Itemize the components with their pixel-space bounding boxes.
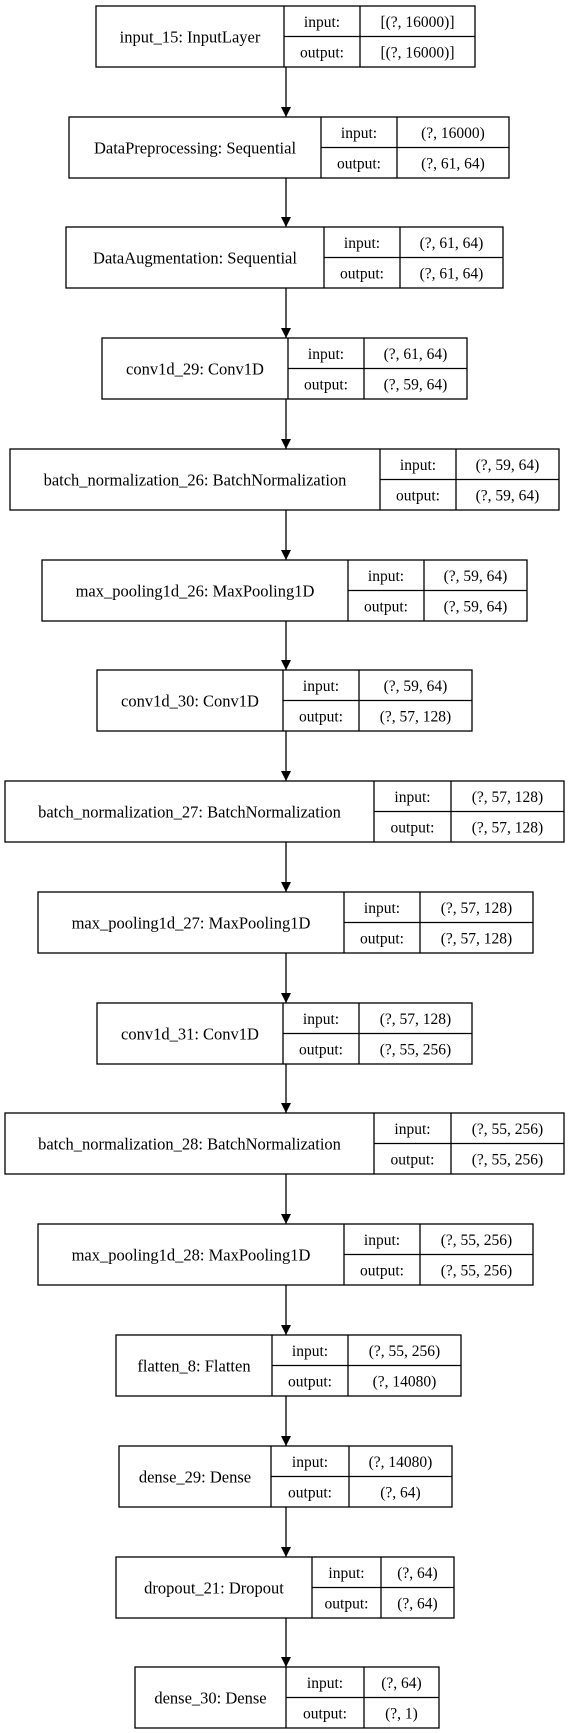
output-label: output: (288, 1484, 332, 1501)
output-shape: [(?, 16000)] (380, 44, 454, 61)
layer-node-15: dropout_21: Dropout input: output: (?, 64) (… (115, 1556, 455, 1619)
layer-name: batch_normalization_26: BatchNormalizati… (44, 471, 347, 490)
layers: input_15: InputLayer input: output: [(?, 16… (4, 5, 565, 1729)
output-label: output: (304, 376, 348, 393)
output-shape: (?, 61, 64) (421, 155, 485, 172)
input-label: input: (394, 789, 430, 806)
output-shape: (?, 59, 64) (384, 376, 448, 393)
layer-node-13: flatten_8: Flatten input: output: (?, 55, 2… (115, 1334, 462, 1397)
layer-node-6: max_pooling1d_26: MaxPooling1D input: outp… (41, 559, 528, 622)
input-shape: (?, 57, 128) (380, 1011, 451, 1028)
output-label: output: (299, 1041, 343, 1058)
layer-node-2: DataPreprocessing: Sequential input: outpu… (68, 116, 510, 179)
output-shape: (?, 55, 256) (472, 1151, 543, 1168)
layer-name: input_15: InputLayer (120, 28, 261, 47)
layer-node-4: conv1d_29: Conv1D input: output: (?, 61, 64… (101, 337, 468, 400)
input-label: input: (341, 125, 377, 142)
output-label: output: (325, 1595, 369, 1612)
output-label: output: (396, 487, 440, 504)
layer-node-3: DataAugmentation: Sequential input: output… (65, 226, 504, 289)
input-shape: (?, 61, 64) (420, 235, 484, 252)
layer-node-14: dense_29: Dense input: output: (?, 14080) (?… (118, 1445, 453, 1508)
input-label: input: (328, 1565, 364, 1582)
layer-node-1: input_15: InputLayer input: output: [(?, 16… (95, 5, 476, 68)
output-shape: (?, 57, 128) (472, 819, 543, 836)
output-shape: (?, 61, 64) (420, 265, 484, 282)
output-shape: (?, 59, 64) (444, 598, 508, 615)
layer-name: max_pooling1d_26: MaxPooling1D (76, 582, 315, 601)
layer-node-5: batch_normalization_26: BatchNormalizati… (9, 448, 560, 511)
output-shape: (?, 59, 64) (476, 487, 540, 504)
output-label: output: (391, 819, 435, 836)
layer-node-11: batch_normalization_28: BatchNormalizati… (4, 1112, 565, 1175)
input-shape: (?, 64) (381, 1675, 421, 1692)
layer-name: max_pooling1d_27: MaxPooling1D (72, 914, 311, 933)
layer-name: batch_normalization_28: BatchNormalizati… (38, 1135, 341, 1154)
layer-node-7: conv1d_30: Conv1D input: output: (?, 59, 64… (96, 669, 473, 732)
output-shape: (?, 14080) (373, 1373, 437, 1390)
output-label: output: (340, 265, 384, 282)
input-label: input: (303, 678, 339, 695)
input-shape: (?, 61, 64) (384, 346, 448, 363)
input-shape: (?, 57, 128) (472, 789, 543, 806)
layer-node-16: dense_30: Dense input: output: (?, 64) (?, 1… (134, 1666, 440, 1729)
input-label: input: (364, 1232, 400, 1249)
input-label: input: (368, 568, 404, 585)
layer-name: conv1d_30: Conv1D (121, 692, 259, 711)
input-shape: (?, 59, 64) (444, 568, 508, 585)
output-label: output: (391, 1151, 435, 1168)
input-shape: (?, 59, 64) (476, 457, 540, 474)
input-shape: (?, 55, 256) (472, 1121, 543, 1138)
input-label: input: (344, 235, 380, 252)
layer-node-10: conv1d_31: Conv1D input: output: (?, 57, 12… (96, 1002, 473, 1065)
input-shape: (?, 59, 64) (384, 678, 448, 695)
input-shape: [(?, 16000)] (380, 14, 454, 31)
layer-node-12: max_pooling1d_28: MaxPooling1D input: outp… (37, 1223, 534, 1286)
output-label: output: (299, 708, 343, 725)
output-shape: (?, 1) (385, 1705, 418, 1722)
input-shape: (?, 16000) (421, 125, 485, 142)
input-shape: (?, 14080) (369, 1454, 433, 1471)
input-label: input: (303, 1011, 339, 1028)
layer-name: DataAugmentation: Sequential (93, 249, 297, 268)
output-shape: (?, 55, 256) (441, 1262, 512, 1279)
input-label: input: (400, 457, 436, 474)
layer-name: batch_normalization_27: BatchNormalizati… (38, 803, 341, 822)
input-label: input: (307, 1675, 343, 1692)
layer-name: flatten_8: Flatten (137, 1357, 250, 1376)
layer-name: conv1d_29: Conv1D (126, 360, 264, 379)
input-label: input: (308, 346, 344, 363)
layer-node-9: max_pooling1d_27: MaxPooling1D input: outp… (37, 891, 534, 954)
output-shape: (?, 57, 128) (441, 930, 512, 947)
input-label: input: (292, 1454, 328, 1471)
output-shape: (?, 64) (380, 1484, 420, 1501)
layer-node-8: batch_normalization_27: BatchNormalizati… (4, 780, 565, 843)
input-shape: (?, 55, 256) (441, 1232, 512, 1249)
input-label: input: (364, 900, 400, 917)
layer-name: max_pooling1d_28: MaxPooling1D (72, 1246, 311, 1265)
layer-name: dropout_21: Dropout (144, 1579, 284, 1598)
input-shape: (?, 55, 256) (369, 1343, 440, 1360)
layer-name: dense_29: Dense (139, 1468, 251, 1487)
output-shape: (?, 57, 128) (380, 708, 451, 725)
output-label: output: (360, 1262, 404, 1279)
layer-name: conv1d_31: Conv1D (121, 1025, 259, 1044)
output-label: output: (303, 1705, 347, 1722)
layer-name: DataPreprocessing: Sequential (94, 139, 296, 158)
output-shape: (?, 55, 256) (380, 1041, 451, 1058)
output-label: output: (288, 1373, 332, 1390)
input-label: input: (292, 1343, 328, 1360)
input-shape: (?, 57, 128) (441, 900, 512, 917)
output-label: output: (300, 44, 344, 61)
output-shape: (?, 64) (397, 1595, 437, 1612)
output-label: output: (364, 598, 408, 615)
output-label: output: (360, 930, 404, 947)
output-label: output: (337, 155, 381, 172)
input-label: input: (394, 1121, 430, 1138)
layer-name: dense_30: Dense (154, 1689, 266, 1708)
input-label: input: (304, 14, 340, 31)
input-shape: (?, 64) (397, 1565, 437, 1582)
